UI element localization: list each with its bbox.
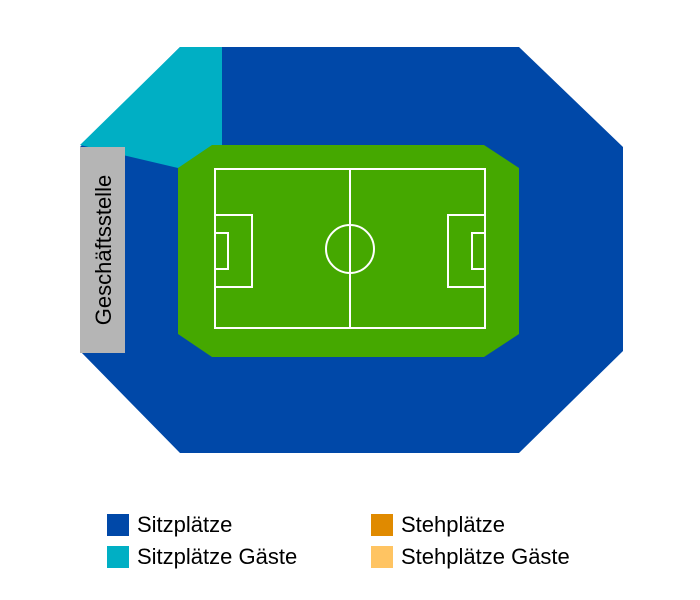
legend-item-seats-guests: Sitzplätze Gäste: [107, 544, 297, 570]
legend-label-standing-guests: Stehplätze Gäste: [401, 544, 570, 569]
legend-item-standing-guests: Stehplätze Gäste: [371, 544, 570, 570]
legend-label-seats-guests: Sitzplätze Gäste: [137, 544, 298, 569]
pitch-markings: [214, 168, 486, 329]
pitch: [178, 145, 519, 357]
legend-label-standing: Stehplätze: [401, 512, 505, 537]
legend-swatch-seats-guests: [107, 546, 129, 568]
office-label: Geschäftsstelle: [91, 175, 116, 325]
legend-item-seats: Sitzplätze: [107, 512, 232, 538]
center-circle: [325, 224, 375, 274]
legend: Sitzplätze Sitzplätze Gäste Stehplätze S…: [107, 512, 627, 576]
legend-label-seats: Sitzplätze: [137, 512, 233, 537]
left-goal-area: [214, 232, 229, 270]
stadium-map: Geschäftsstelle: [80, 47, 623, 453]
office-block: [80, 147, 125, 353]
legend-swatch-standing-guests: [371, 546, 393, 568]
legend-swatch-standing: [371, 514, 393, 536]
legend-swatch-seats: [107, 514, 129, 536]
guest-seating-block[interactable]: [80, 47, 222, 168]
right-goal-area: [471, 232, 486, 270]
legend-item-standing: Stehplätze: [371, 512, 505, 538]
